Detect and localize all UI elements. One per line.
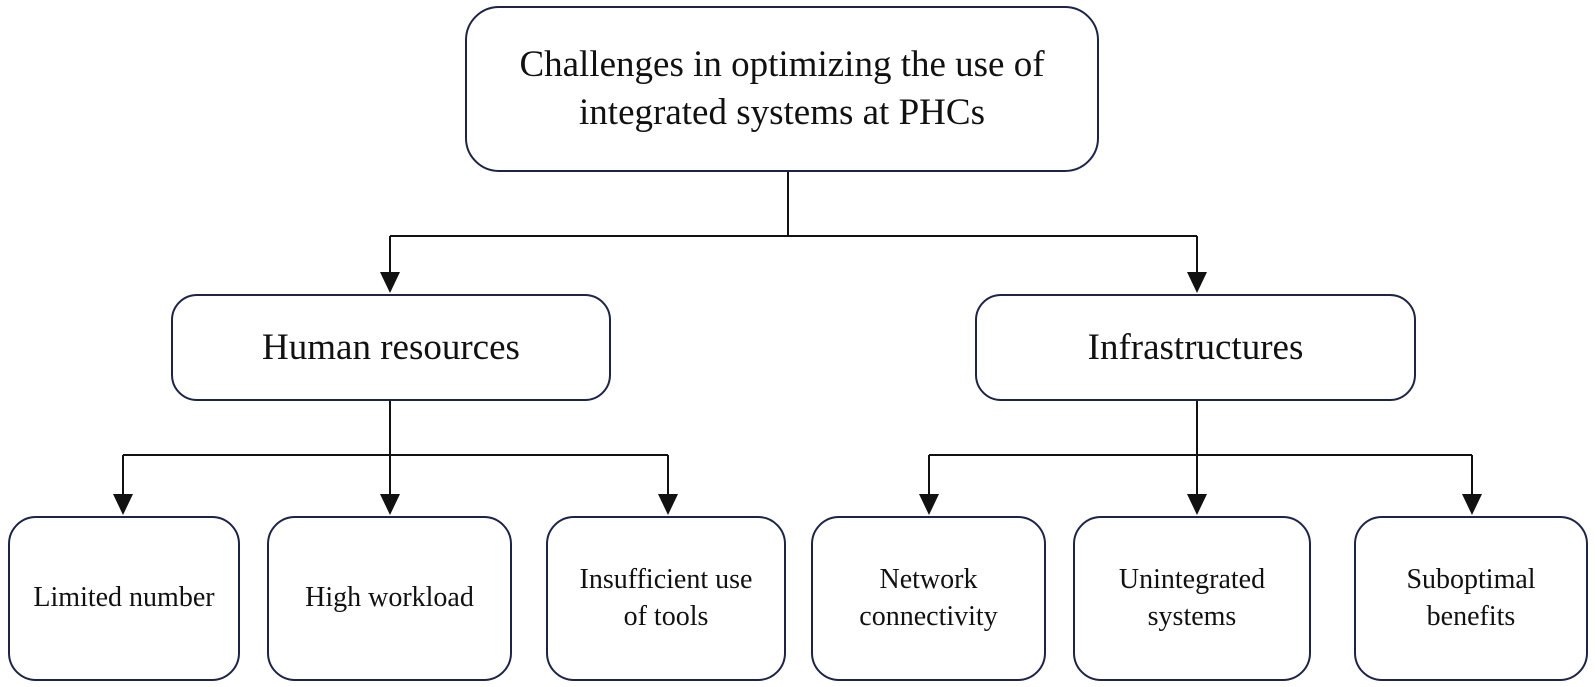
arrowhead-infrastructures [1187,272,1207,293]
arrowhead-unintegrated-systems [1187,494,1207,515]
leaf-node-limited-number: Limited number [8,516,240,681]
leaf-label-limited-number: Limited number [33,582,215,614]
arrowhead-suboptimal-benefits [1462,494,1482,515]
leaf-node-insufficient-use-of-tools: Insufficient use of tools [546,516,786,681]
leaf-label-network-connectivity: Network connectivity [859,564,998,632]
category-node-human-resources: Human resources [171,294,611,401]
arrowhead-network-connectivity [919,494,939,515]
category-label-infrastructures: Infrastructures [1087,327,1304,368]
leaf-label-high-workload: High workload [305,582,474,614]
leaf-node-suboptimal-benefits: Suboptimal benefits [1354,516,1588,681]
leaf-label-insufficient-use-of-tools: Insufficient use of tools [579,564,753,632]
category-label-human-resources: Human resources [262,327,520,368]
leaf-node-high-workload: High workload [267,516,512,681]
root-node-label: Challenges in optimizing the use of inte… [519,43,1045,133]
category-node-infrastructures: Infrastructures [975,294,1416,401]
root-node: Challenges in optimizing the use of inte… [465,6,1099,172]
leaf-node-network-connectivity: Network connectivity [811,516,1046,681]
arrowhead-insufficient-use [658,494,678,515]
arrowhead-high-workload [380,494,400,515]
leaf-node-unintegrated-systems: Unintegrated systems [1073,516,1311,681]
leaf-label-unintegrated-systems: Unintegrated systems [1118,564,1266,632]
leaf-label-suboptimal-benefits: Suboptimal benefits [1406,564,1536,632]
arrowhead-limited-number [113,494,133,515]
arrowhead-human-resources [380,272,400,293]
